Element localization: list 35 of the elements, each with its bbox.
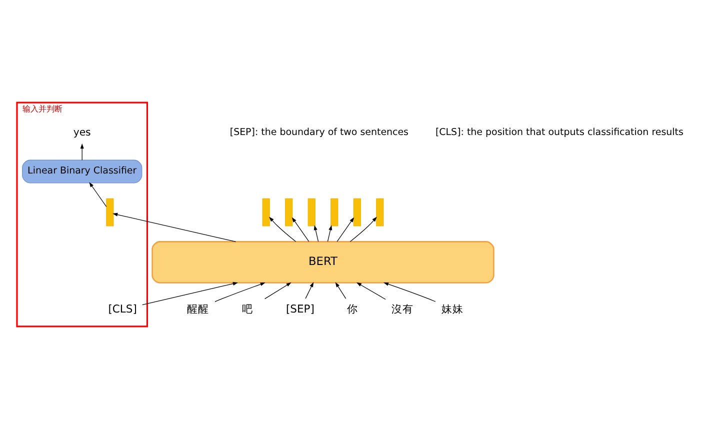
arrow [327,225,332,242]
node-text: 沒有 [392,302,414,316]
arrow [80,144,84,160]
node-text: yes [73,127,91,138]
label: [SEP]: the boundary of two sentences [230,127,409,138]
node-text: [SEP] [286,302,314,316]
arrow [314,225,319,242]
arrow [292,217,310,242]
node-bar [106,198,114,226]
arrow [142,282,238,306]
arrow [383,282,436,302]
node-text: 醒醒 [186,302,209,316]
arrow [305,282,314,299]
arrow [269,216,296,242]
node-box: Linear Binary Classifier [22,160,142,184]
label: [CLS]: the position that outputs classification results [435,127,684,138]
node-box: BERT [152,241,494,284]
arrow [112,212,236,242]
arrow [214,282,266,302]
arrow [335,282,346,299]
arrow [89,182,107,207]
arrow [356,282,386,300]
node-bar [330,198,338,226]
node-bar [262,198,270,226]
node-bar [353,198,361,226]
arrow [264,282,292,300]
node-bar [285,198,293,226]
node-text: [CLS] [108,302,137,316]
arrow [336,217,354,242]
node-bar [376,198,384,226]
arrow [350,216,377,242]
node-text: 吧 [242,302,254,316]
node-text: 妹妹 [442,302,464,316]
node-bar [308,198,316,226]
node-text: 你 [347,302,358,316]
